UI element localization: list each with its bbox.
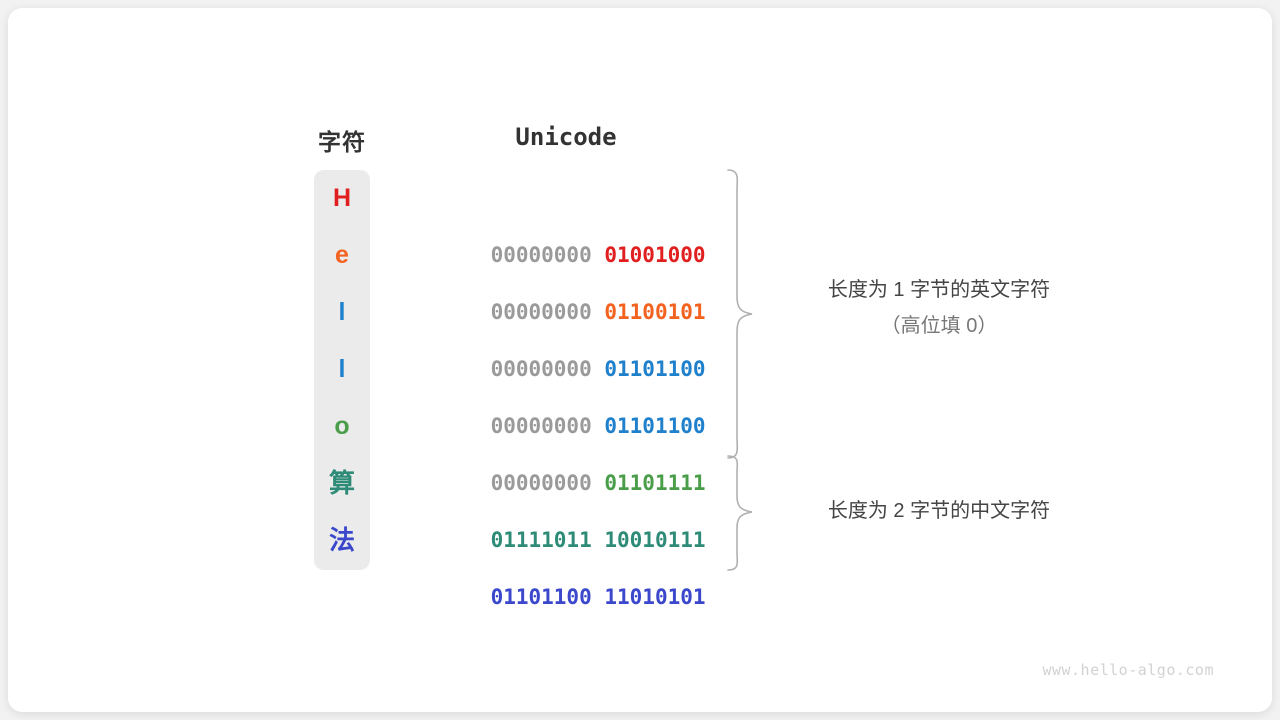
unicode-high-byte-1: 00000000: [490, 300, 605, 324]
unicode-low-byte-2: 01101100: [604, 357, 706, 381]
annotation-chinese: 长度为 2 字节的中文字符: [794, 493, 1084, 529]
brace-chinese-rows: [727, 455, 753, 571]
annotation-english-line2: （高位填 0）: [880, 315, 998, 337]
unicode-bits-row-4: 00000000 01101111: [440, 398, 706, 495]
unicode-high-byte-4: 00000000: [490, 471, 605, 495]
unicode-high-byte-0: 00000000: [490, 243, 605, 267]
character-cell-0: H: [332, 184, 352, 212]
unicode-bits-row-3: 00000000 01101100: [440, 341, 706, 438]
unicode-low-byte-4: 01101111: [604, 471, 706, 495]
annotation-english: 长度为 1 字节的英文字符 （高位填 0）: [794, 272, 1084, 344]
column-header-character: 字符: [318, 129, 366, 155]
annotation-chinese-line1: 长度为 2 字节的中文字符: [827, 500, 1051, 522]
diagram-card: 字符 Unicode H e l l o 算 法 00000000 010010…: [8, 8, 1272, 712]
character-cell-1: e: [335, 241, 349, 269]
brace-english-rows: [727, 169, 753, 459]
character-column-background: [314, 170, 370, 570]
unicode-low-byte-1: 01100101: [604, 300, 706, 324]
annotation-english-line1: 长度为 1 字节的英文字符: [827, 279, 1051, 301]
unicode-high-byte-2: 00000000: [490, 357, 605, 381]
character-cell-3: l: [338, 355, 346, 383]
unicode-low-byte-3: 01101100: [604, 414, 706, 438]
column-header-unicode: Unicode: [515, 123, 617, 151]
unicode-bits-row-1: 00000000 01100101: [440, 227, 706, 324]
unicode-high-byte-3: 00000000: [490, 414, 605, 438]
character-cell-2: l: [338, 298, 346, 326]
unicode-bits-row-5: 01111011 10010111: [440, 455, 706, 552]
character-cell-5: 算: [328, 468, 355, 498]
character-cell-4: o: [334, 412, 350, 440]
unicode-bits-row-2: 00000000 01101100: [440, 284, 706, 381]
watermark: www.hello-algo.com: [1042, 661, 1214, 679]
unicode-bits-row-0: 00000000 01001000: [440, 170, 706, 267]
unicode-low-byte-6: 01101100 11010101: [490, 585, 706, 609]
character-cell-6: 法: [328, 525, 355, 555]
unicode-bits-row-6: 01101100 11010101: [440, 512, 706, 609]
unicode-low-byte-5: 01111011 10010111: [490, 528, 706, 552]
unicode-low-byte-0: 01001000: [604, 243, 706, 267]
